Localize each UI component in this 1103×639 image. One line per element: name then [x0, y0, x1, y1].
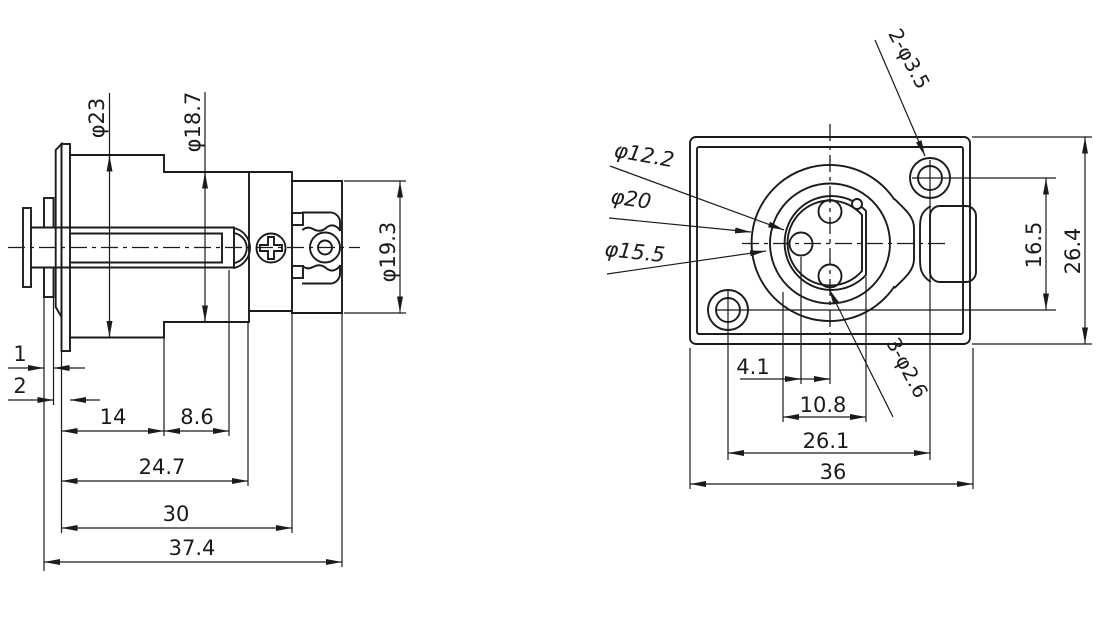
dim-10-8-label: 10.8: [800, 393, 847, 417]
latch-rivet-inner: [317, 239, 333, 256]
dim-washer-label: 1: [13, 342, 26, 366]
dim-dia-latch-label: φ19.3: [376, 222, 400, 283]
dim-8-6-label: 8.6: [180, 405, 213, 429]
leader-phi15-5: [606, 250, 767, 275]
dim-16-5-label: 16.5: [1022, 222, 1046, 269]
screw-head: [255, 232, 287, 264]
dim-4-1-label: 4.1: [736, 355, 769, 379]
side-view-part-outline: [22, 141, 343, 352]
dim-panel-label: 2: [13, 374, 26, 398]
dim-24-7-label: 24.7: [139, 455, 186, 479]
latch-hook-top: [301, 211, 342, 232]
dim-36-label: 36: [820, 460, 847, 484]
dim-14-label: 14: [100, 405, 127, 429]
front-view-part-outline: [689, 136, 977, 345]
latch-housing: [291, 180, 343, 314]
leader-pin-holes: [828, 288, 894, 418]
latch-rivet-outer: [309, 231, 341, 264]
latch-tab-top: [291, 212, 304, 226]
latch-hook-bottom: [301, 264, 342, 285]
insert-outer: [783, 195, 867, 291]
insert-notch: [851, 198, 863, 210]
dim-mount-holes-label: 2-φ3.5: [883, 24, 935, 93]
thread-bore: [71, 232, 223, 264]
mount-plate: [60, 143, 71, 352]
phillips-cross-icon: [259, 236, 283, 260]
side-view: φ23 φ18.7 φ19.3 1 2 14 8.6 24.7 30 37.4: [8, 92, 406, 571]
dim-dia-step-label: φ18.7: [181, 92, 205, 153]
body-phi23: [69, 154, 165, 339]
front-view-dimensions: [606, 39, 1092, 489]
dim-dia-outer-label: φ20: [609, 184, 653, 213]
dome-tip: [232, 226, 251, 270]
body-phi18-7: [163, 171, 293, 323]
dim-dia-body-label: φ23: [85, 98, 109, 139]
washer-bottom: [43, 266, 55, 298]
leader-phi20: [608, 217, 752, 234]
dim-26-4-label: 26.4: [1061, 228, 1085, 275]
dim-dia-insert-label: φ12.2: [612, 138, 676, 172]
latch-tab-bottom: [291, 265, 304, 279]
front-view: φ12.2 φ20 φ15.5 2-φ3.5 3-φ2.6 16.5 26.4 …: [603, 24, 1092, 489]
dim-26-1-label: 26.1: [803, 429, 850, 453]
dim-37-4-label: 37.4: [169, 536, 216, 560]
dim-30-label: 30: [163, 502, 190, 526]
pin-flange: [22, 207, 32, 288]
side-view-dimensions: [8, 92, 406, 571]
leader-insert: [609, 165, 785, 231]
shaft-outline: [30, 226, 235, 269]
leader-mount-holes: [874, 39, 926, 157]
washer-top: [43, 197, 55, 229]
dim-dia-inner-label: φ15.5: [603, 237, 666, 267]
